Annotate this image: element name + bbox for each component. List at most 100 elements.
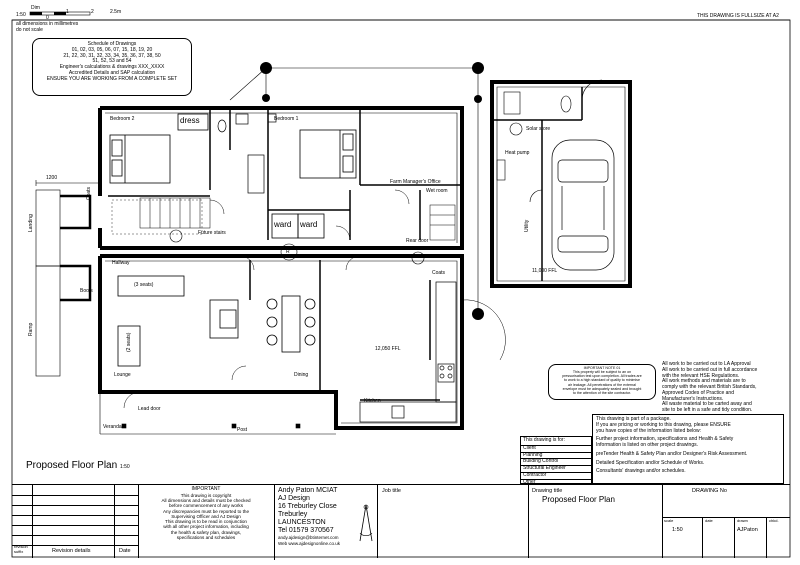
drawn-label: drawn bbox=[737, 518, 748, 523]
checked-label: chkd. bbox=[769, 518, 779, 523]
label-landing: Landing bbox=[28, 214, 34, 232]
package-note-line: If you are pricing or working to this dr… bbox=[596, 421, 731, 428]
drawing-for-table: This drawing is for: Client Planning Bui… bbox=[520, 436, 592, 484]
important-line: Supervising Officer and AJ Design bbox=[171, 513, 241, 519]
label-utility: Utility bbox=[524, 219, 530, 232]
package-note-line: Detailed Specification and/or Schedule o… bbox=[596, 459, 705, 466]
scale-label: scale bbox=[664, 518, 674, 523]
house-walls bbox=[98, 106, 464, 430]
job-title-block: Job title bbox=[378, 485, 529, 558]
drawing-for-item: Other bbox=[523, 478, 536, 485]
important-line: with all other project information, incl… bbox=[163, 524, 249, 530]
important-line: specifications and schedules bbox=[176, 535, 236, 540]
important-line: before commencement of any works bbox=[168, 503, 244, 509]
schedule-line: ENSURE YOU ARE WORKING FROM A COMPLETE S… bbox=[46, 75, 178, 82]
scale-ratio: 1:50 bbox=[16, 12, 26, 18]
drawing-for-item: Structural Engineer bbox=[521, 465, 591, 473]
important-line: This drawing is to be read in conjunctio… bbox=[165, 519, 247, 525]
package-notes: This drawing is part of a package. If yo… bbox=[592, 414, 784, 484]
label-ffl-garage: 11,000 FFL bbox=[532, 268, 558, 274]
important-note-01: IMPORTANT NOTE 01 This property will be … bbox=[548, 364, 656, 400]
designer-block: Andy Paton MCIAT AJ Design 16 Treburley … bbox=[274, 485, 378, 558]
approval-note-line: All waste material to be carted away and bbox=[662, 401, 752, 408]
garage-fixtures bbox=[496, 79, 603, 203]
room-label-lounge: Lounge bbox=[114, 372, 131, 378]
title-block: revision suffix Revision details Date IM… bbox=[12, 484, 790, 560]
bathroom-fixtures bbox=[217, 113, 277, 194]
bed-bedroom1 bbox=[299, 129, 357, 179]
important-block: IMPORTANT This drawing is copyright All … bbox=[138, 485, 275, 560]
important-line: All dimensions and details must be check… bbox=[161, 498, 251, 504]
schedule-line: Accredited Details and SAP calculation bbox=[68, 69, 156, 76]
room-label-bedroom1: Bedroom 1 bbox=[274, 116, 299, 122]
approval-notes: All work to be carried out to LA Approva… bbox=[662, 361, 758, 414]
telephone: Tel 01579 370567 bbox=[278, 527, 334, 535]
important-note-line: to the attention of the site contractor. bbox=[572, 390, 632, 395]
plan-title-scale: 1:50 bbox=[119, 464, 130, 470]
fullsize-note: THIS DRAWING IS FULLSIZE AT A2 bbox=[697, 13, 779, 19]
drawing-title-label: Drawing title bbox=[532, 488, 563, 494]
plan-title: Proposed Floor Plan 1:50 bbox=[26, 460, 130, 471]
approval-note-line: All work to be carried out to LA Approva… bbox=[662, 361, 751, 367]
address-line-1: 16 Treburley Close bbox=[278, 503, 337, 511]
garage-car bbox=[551, 139, 615, 271]
town: LAUNCESTON bbox=[278, 519, 326, 527]
drawing-title-block: Drawing title Proposed Floor Plan bbox=[528, 485, 663, 558]
important-line: the health & safety plan, drawings, bbox=[170, 529, 242, 535]
approval-note-line: with the relevant HSE Regulations. bbox=[662, 372, 740, 379]
room-label-dress: dress bbox=[180, 116, 200, 125]
room-label-rear-door: Rear door bbox=[406, 238, 429, 244]
company-name: AJ Design bbox=[278, 495, 310, 503]
package-note-line: This drawing is part of a package. bbox=[596, 416, 671, 422]
drawing-number-block: DRAWING No scale 1:50 date drawn AJPaton… bbox=[662, 485, 790, 558]
room-label-coats-lower: Coats bbox=[432, 270, 446, 276]
door-swings bbox=[123, 189, 506, 409]
revision-suffix-label: revision suffix bbox=[14, 544, 28, 554]
drawn-value: AJPaton bbox=[737, 527, 758, 533]
revision-grid: revision suffix Revision details Date bbox=[12, 485, 139, 558]
room-label-future-stairs: Future stairs bbox=[198, 230, 226, 236]
scale-value: 1:50 bbox=[672, 527, 683, 533]
room-label-farm-office: Farm Manager's Office bbox=[390, 179, 441, 185]
revision-details-label: Revision details bbox=[52, 548, 91, 554]
schedule-of-drawings: Schedule of Drawings 01, 02, 03, 05, 06,… bbox=[32, 38, 192, 96]
label-post-1: Post bbox=[237, 427, 248, 433]
important-line: IMPORTANT bbox=[191, 486, 221, 492]
drawing-no-label: DRAWING No bbox=[692, 488, 727, 494]
sofa-label-3-seats: (3 seats) bbox=[134, 282, 154, 288]
scale-tick-3: 2.5m bbox=[110, 9, 122, 15]
address-line-2: Treburley bbox=[278, 511, 308, 519]
room-label-dining: Dining bbox=[294, 372, 309, 378]
important-note-line: air leakage. All penetrations of the ext… bbox=[568, 382, 636, 387]
label-veranda: Veranda bbox=[103, 424, 122, 430]
dims-note-1: all dimensions in millimetres bbox=[16, 21, 79, 27]
drawing-for-item: Building Control bbox=[521, 458, 591, 466]
approval-note-line: Approved Codes of Practice and bbox=[662, 389, 734, 396]
compass-logo-icon bbox=[359, 504, 373, 542]
scale-tick-2: 2 bbox=[91, 9, 94, 15]
wall-posts bbox=[98, 106, 464, 394]
important-line: This drawing is copyright bbox=[180, 492, 232, 498]
drawing-title-value: Proposed Floor Plan bbox=[542, 495, 615, 504]
r-symbol: R bbox=[286, 249, 290, 255]
bed-bedroom2 bbox=[109, 134, 171, 184]
room-label-bedroom2: Bedroom 2 bbox=[110, 116, 135, 122]
label-solar-store: Solar store bbox=[526, 126, 551, 132]
package-note-line: preTender Health & Safety Plan and/or De… bbox=[596, 450, 748, 457]
kitchen-units bbox=[359, 281, 457, 423]
scale-tick-0: 0 bbox=[46, 15, 49, 21]
package-note-line: Information is listed on other project d… bbox=[596, 442, 698, 448]
package-note-line: Consultants' drawings and/or schedules. bbox=[596, 468, 686, 475]
room-label-kitchen: Kitchen bbox=[364, 398, 381, 404]
website: Web www.ajdesignonline.co.uk bbox=[278, 541, 340, 547]
drawing-for-item: Contractor bbox=[521, 472, 591, 480]
label-ramp: Ramp bbox=[28, 322, 34, 336]
important-note-line: This property will be subject to an on bbox=[572, 370, 632, 375]
job-title-label: Job title bbox=[382, 488, 401, 494]
room-label-wet-room: Wet room bbox=[426, 188, 448, 194]
schedule-line: 01, 02, 03, 05, 06, 07, 15, 18, 19, 20 bbox=[71, 46, 153, 53]
approval-note-line: All work to be carried out in full accor… bbox=[662, 366, 758, 373]
important-note-line: pressurisation test upon completion. All… bbox=[562, 374, 642, 379]
room-label-coats-upper: Coats bbox=[86, 186, 92, 200]
